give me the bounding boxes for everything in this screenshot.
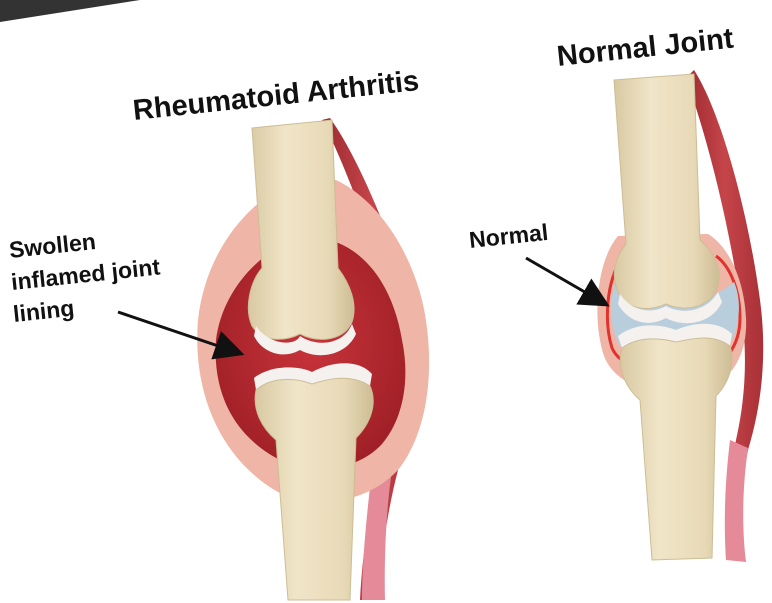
title-normal-joint: Normal Joint — [555, 23, 735, 73]
label-normal: Normal — [468, 219, 550, 253]
label-swollen-line3: lining — [12, 295, 76, 327]
normal-lower-bone — [620, 338, 732, 560]
normal-muscle-pale — [725, 440, 748, 562]
normal-arrow — [526, 258, 602, 302]
rheumatoid-joint-illustration — [197, 118, 429, 600]
label-swollen-line1: Swollen — [8, 228, 97, 263]
corner-shadow — [0, 0, 140, 22]
title-rheumatoid-arthritis: Rheumatoid Arthritis — [131, 65, 420, 127]
normal-joint-illustration — [597, 70, 763, 562]
